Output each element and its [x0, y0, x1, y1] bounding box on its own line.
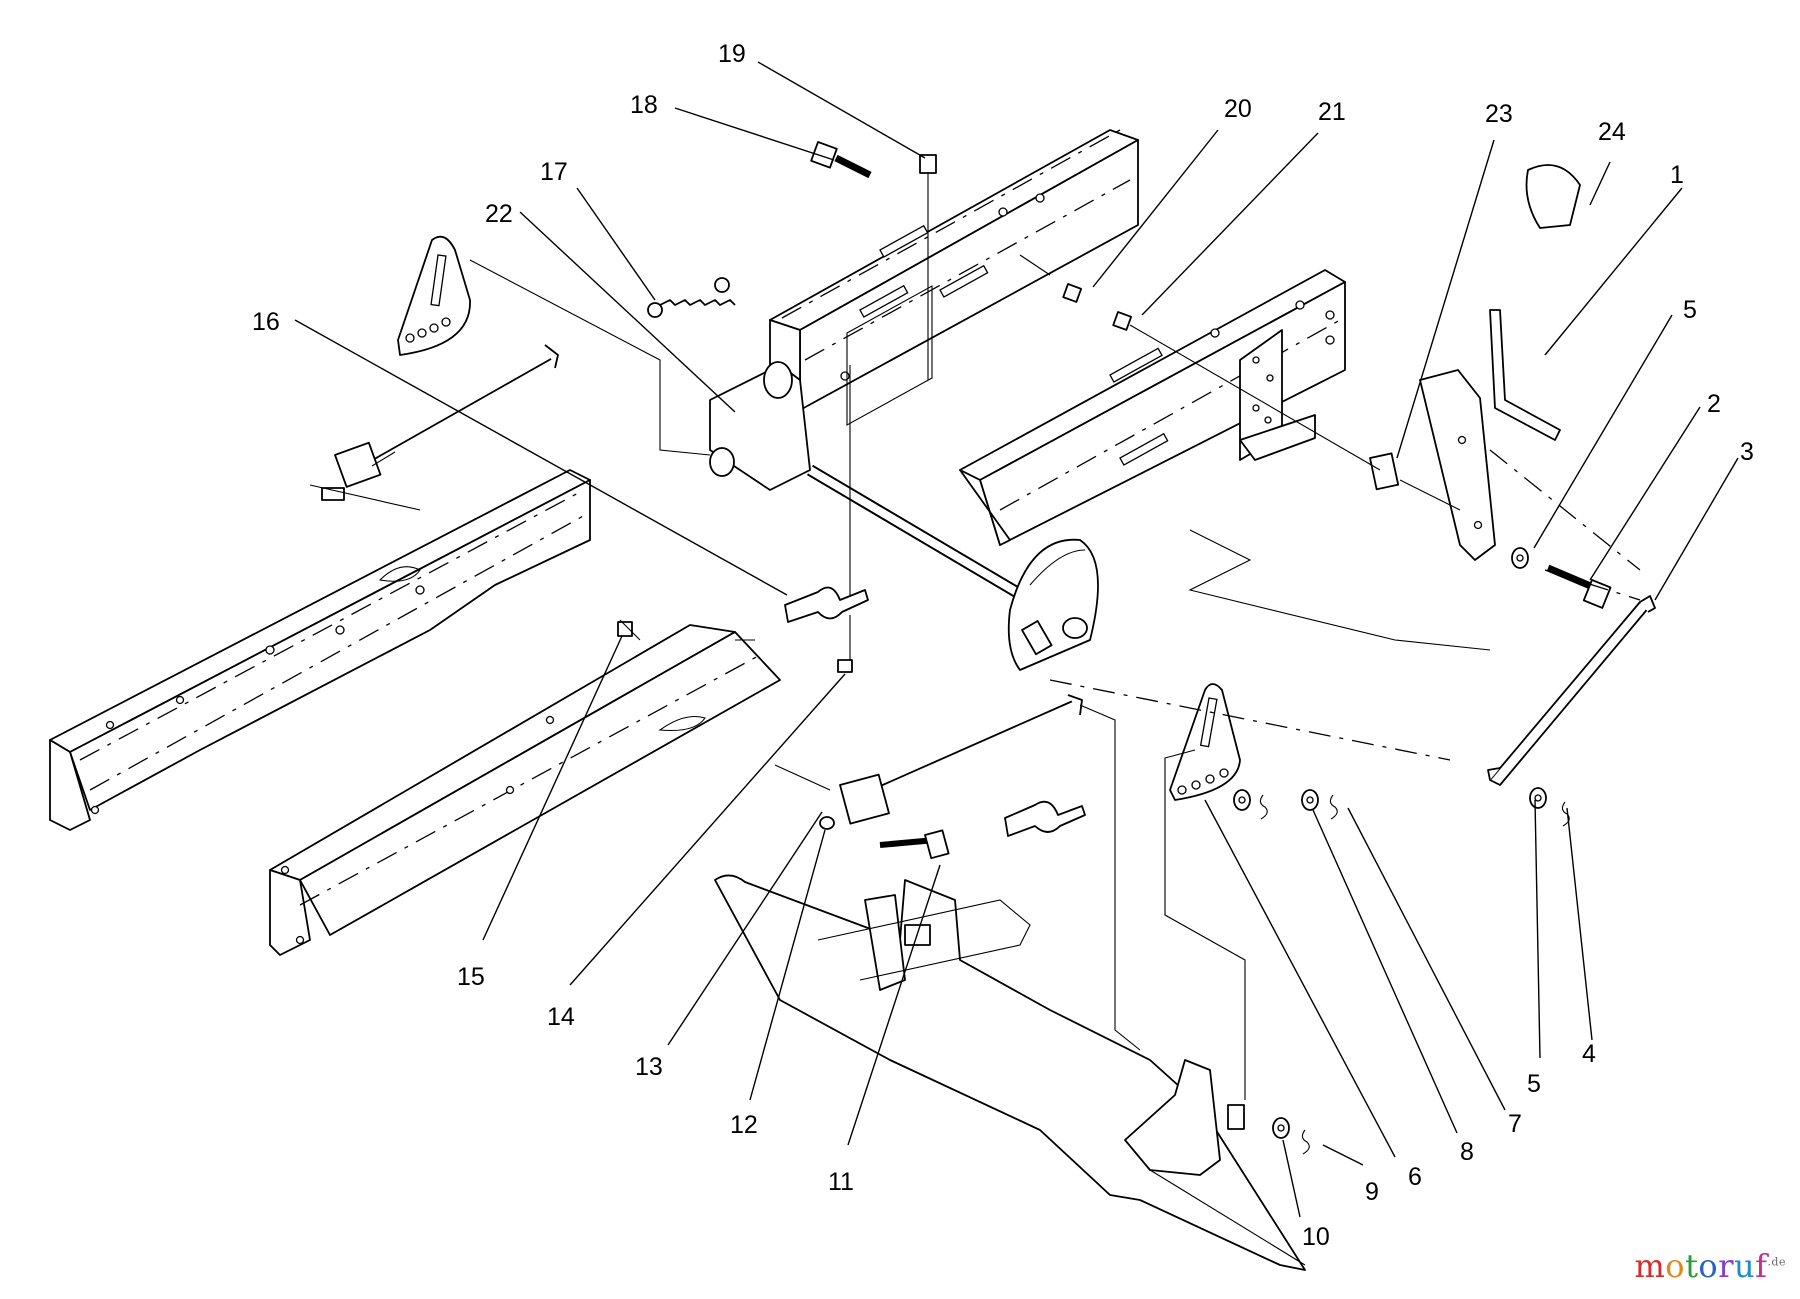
callout-9: 9: [1365, 1178, 1379, 1206]
watermark-letter: t: [1685, 1247, 1699, 1285]
cross-shaft-assembly: [709, 361, 1099, 671]
watermark-letter: o: [1665, 1247, 1686, 1285]
lower-lift-link: [819, 694, 1083, 860]
lift-rod: [1487, 595, 1656, 786]
callout-18: 18: [630, 91, 658, 119]
callout-24: 24: [1598, 118, 1626, 146]
callout-14: 14: [547, 1003, 575, 1031]
callout-22: 22: [485, 200, 513, 228]
callout-3: 3: [1740, 438, 1754, 466]
callout-6: 6: [1408, 1163, 1422, 1191]
left-frame-rail: [49, 469, 591, 831]
watermark-letter: f: [1755, 1247, 1768, 1285]
left-lift-plate: [397, 235, 471, 356]
upper-crossmember: [769, 129, 1139, 426]
clamp-lower: [1004, 800, 1086, 837]
callout-21: 21: [1318, 98, 1346, 126]
callout-10: 10: [1302, 1223, 1330, 1251]
watermark-suffix: .de: [1767, 1255, 1786, 1269]
callout-20: 20: [1224, 95, 1252, 123]
right-crossmember: [959, 269, 1346, 546]
callout-1: 1: [1670, 161, 1684, 189]
watermark-letter: r: [1718, 1247, 1734, 1285]
deck-hanger: [714, 874, 1306, 1271]
callout-19: 19: [718, 40, 746, 68]
watermark-letter: u: [1733, 1247, 1756, 1285]
callout-12: 12: [730, 1111, 758, 1139]
leader-lines: [294, 61, 1739, 1218]
callout-17: 17: [540, 158, 568, 186]
watermark-logo: motoruf.de: [1634, 1247, 1786, 1285]
callout-15: 15: [457, 963, 485, 991]
hardware: [617, 141, 1612, 1155]
callout-8: 8: [1460, 1138, 1474, 1166]
callout-5b: 5: [1683, 296, 1697, 324]
callout-7: 7: [1508, 1110, 1522, 1138]
callout-2: 2: [1707, 390, 1721, 418]
lift-lever: [1419, 164, 1581, 561]
callout-labels: 1 2 3 4 5 5 6 7 8 9 10 11 12 13 14 15 16…: [252, 40, 1754, 1251]
assembly-lines: [309, 254, 1641, 1100]
clamp-upper: [784, 586, 869, 623]
right-lift-plate: [1169, 683, 1241, 801]
right-bracket: [1239, 329, 1316, 461]
center-frame-rail: [269, 624, 781, 956]
callout-23: 23: [1485, 100, 1513, 128]
callout-11: 11: [828, 1168, 854, 1196]
left-lift-link: [321, 344, 559, 501]
callout-5a: 5: [1527, 1070, 1541, 1098]
callout-13: 13: [635, 1053, 663, 1081]
callout-16: 16: [252, 308, 280, 336]
watermark-letter: m: [1634, 1247, 1666, 1285]
callout-4: 4: [1582, 1040, 1596, 1068]
watermark-letter: o: [1698, 1247, 1719, 1285]
